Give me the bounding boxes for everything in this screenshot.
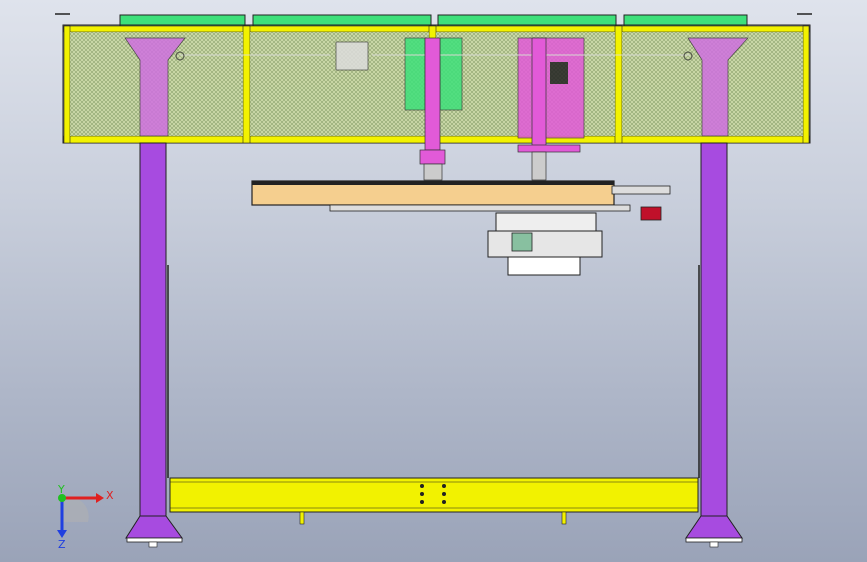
coordinate-triad-icon[interactable]: X Y Z <box>48 480 118 550</box>
inner-components <box>124 37 749 139</box>
column-left <box>139 142 167 539</box>
worktable <box>251 180 671 276</box>
cylinder-head <box>419 149 446 165</box>
foot-left <box>125 515 183 539</box>
cylinder-rod <box>531 37 547 151</box>
y-axis-label: Y <box>57 483 65 496</box>
turntable-foot <box>507 256 581 276</box>
x-axis-label: X <box>106 489 114 502</box>
green-block <box>404 37 426 111</box>
base-beam <box>169 477 699 525</box>
red-sensor <box>640 206 662 221</box>
cabinet-window <box>550 62 568 84</box>
bottom-beam <box>169 477 699 513</box>
columns <box>125 142 743 548</box>
pink-cabinet <box>517 37 585 139</box>
cylinder-group <box>419 37 581 181</box>
gripper <box>531 151 547 181</box>
cylinder-head <box>517 144 581 153</box>
foot-right <box>685 515 743 539</box>
motor-housing <box>335 41 369 71</box>
top-rail-group <box>55 13 812 28</box>
z-axis-label: Z <box>58 538 66 550</box>
column-right <box>700 142 728 539</box>
green-block <box>439 37 463 111</box>
gripper <box>423 163 443 181</box>
funnel-left <box>124 37 186 137</box>
turntable-top <box>495 212 597 232</box>
funnel-right <box>687 37 749 137</box>
turntable-base <box>487 230 603 258</box>
cylinder-rod <box>424 37 441 151</box>
arm <box>611 185 671 195</box>
